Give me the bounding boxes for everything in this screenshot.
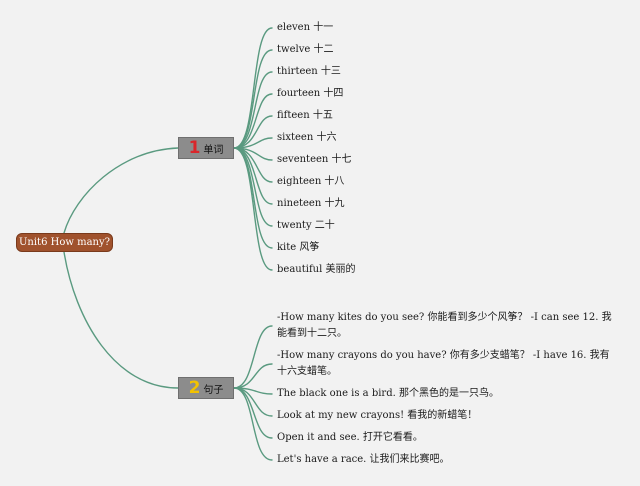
root-node[interactable]: Unit6 How many? bbox=[16, 233, 113, 252]
link-b2-leaf bbox=[233, 325, 273, 389]
leaf-node[interactable]: Open it and see. 打开它看看。 bbox=[277, 432, 423, 443]
link-b2-leaf bbox=[233, 387, 273, 439]
branch-label: 句子 bbox=[203, 384, 224, 396]
leaf-node[interactable]: sixteen 十六 bbox=[277, 132, 337, 143]
leaf-node[interactable]: eleven 十一 bbox=[277, 22, 334, 33]
leaf-node[interactable]: eighteen 十八 bbox=[277, 176, 345, 187]
leaf-node[interactable]: thirteen 十三 bbox=[277, 66, 341, 77]
branch-label: 单词 bbox=[203, 144, 224, 156]
branch-node-words[interactable]: 1 单词 bbox=[178, 137, 234, 159]
leaf-node[interactable]: nineteen 十九 bbox=[277, 198, 345, 209]
leaf-node[interactable]: -How many kites do you see? 你能看到多少个风筝？ -… bbox=[277, 312, 612, 339]
branch-number-icon: 1 bbox=[188, 137, 201, 158]
link-b2-leaf bbox=[233, 387, 273, 461]
leaf-node[interactable]: -How many crayons do you have? 你有多少支蜡笔？ … bbox=[277, 350, 610, 377]
branch-number-icon: 2 bbox=[188, 377, 201, 398]
link-b1-leaf bbox=[233, 49, 273, 149]
leaf-node[interactable]: Let's have a race. 让我们来比赛吧。 bbox=[277, 454, 450, 465]
leaf-node[interactable]: The black one is a bird. 那个黑色的是一只鸟。 bbox=[277, 388, 499, 399]
leaf-node[interactable]: twelve 十二 bbox=[277, 44, 334, 55]
leaf-node[interactable]: beautiful 美丽的 bbox=[277, 264, 356, 275]
root-label: Unit6 How many? bbox=[18, 237, 110, 248]
leaf-node[interactable]: kite 风筝 bbox=[277, 242, 320, 253]
link-b1-leaf bbox=[233, 27, 273, 149]
leaf-node[interactable]: fifteen 十五 bbox=[277, 110, 333, 121]
branch-node-sentences[interactable]: 2 句子 bbox=[178, 377, 234, 399]
link-b2-leaf bbox=[233, 363, 273, 389]
leaf-node[interactable]: fourteen 十四 bbox=[277, 88, 344, 99]
link-root-branch2 bbox=[63, 251, 179, 389]
link-b1-leaf bbox=[233, 71, 273, 149]
leaf-node[interactable]: Look at my new crayons! 看我的新蜡笔！ bbox=[277, 410, 478, 421]
link-b1-leaf bbox=[233, 147, 273, 271]
leaf-node[interactable]: seventeen 十七 bbox=[277, 154, 352, 165]
link-root-branch1 bbox=[63, 147, 179, 234]
leaf-node[interactable]: twenty 二十 bbox=[277, 220, 335, 231]
link-b1-leaf bbox=[233, 115, 273, 149]
link-b1-leaf bbox=[233, 147, 273, 183]
